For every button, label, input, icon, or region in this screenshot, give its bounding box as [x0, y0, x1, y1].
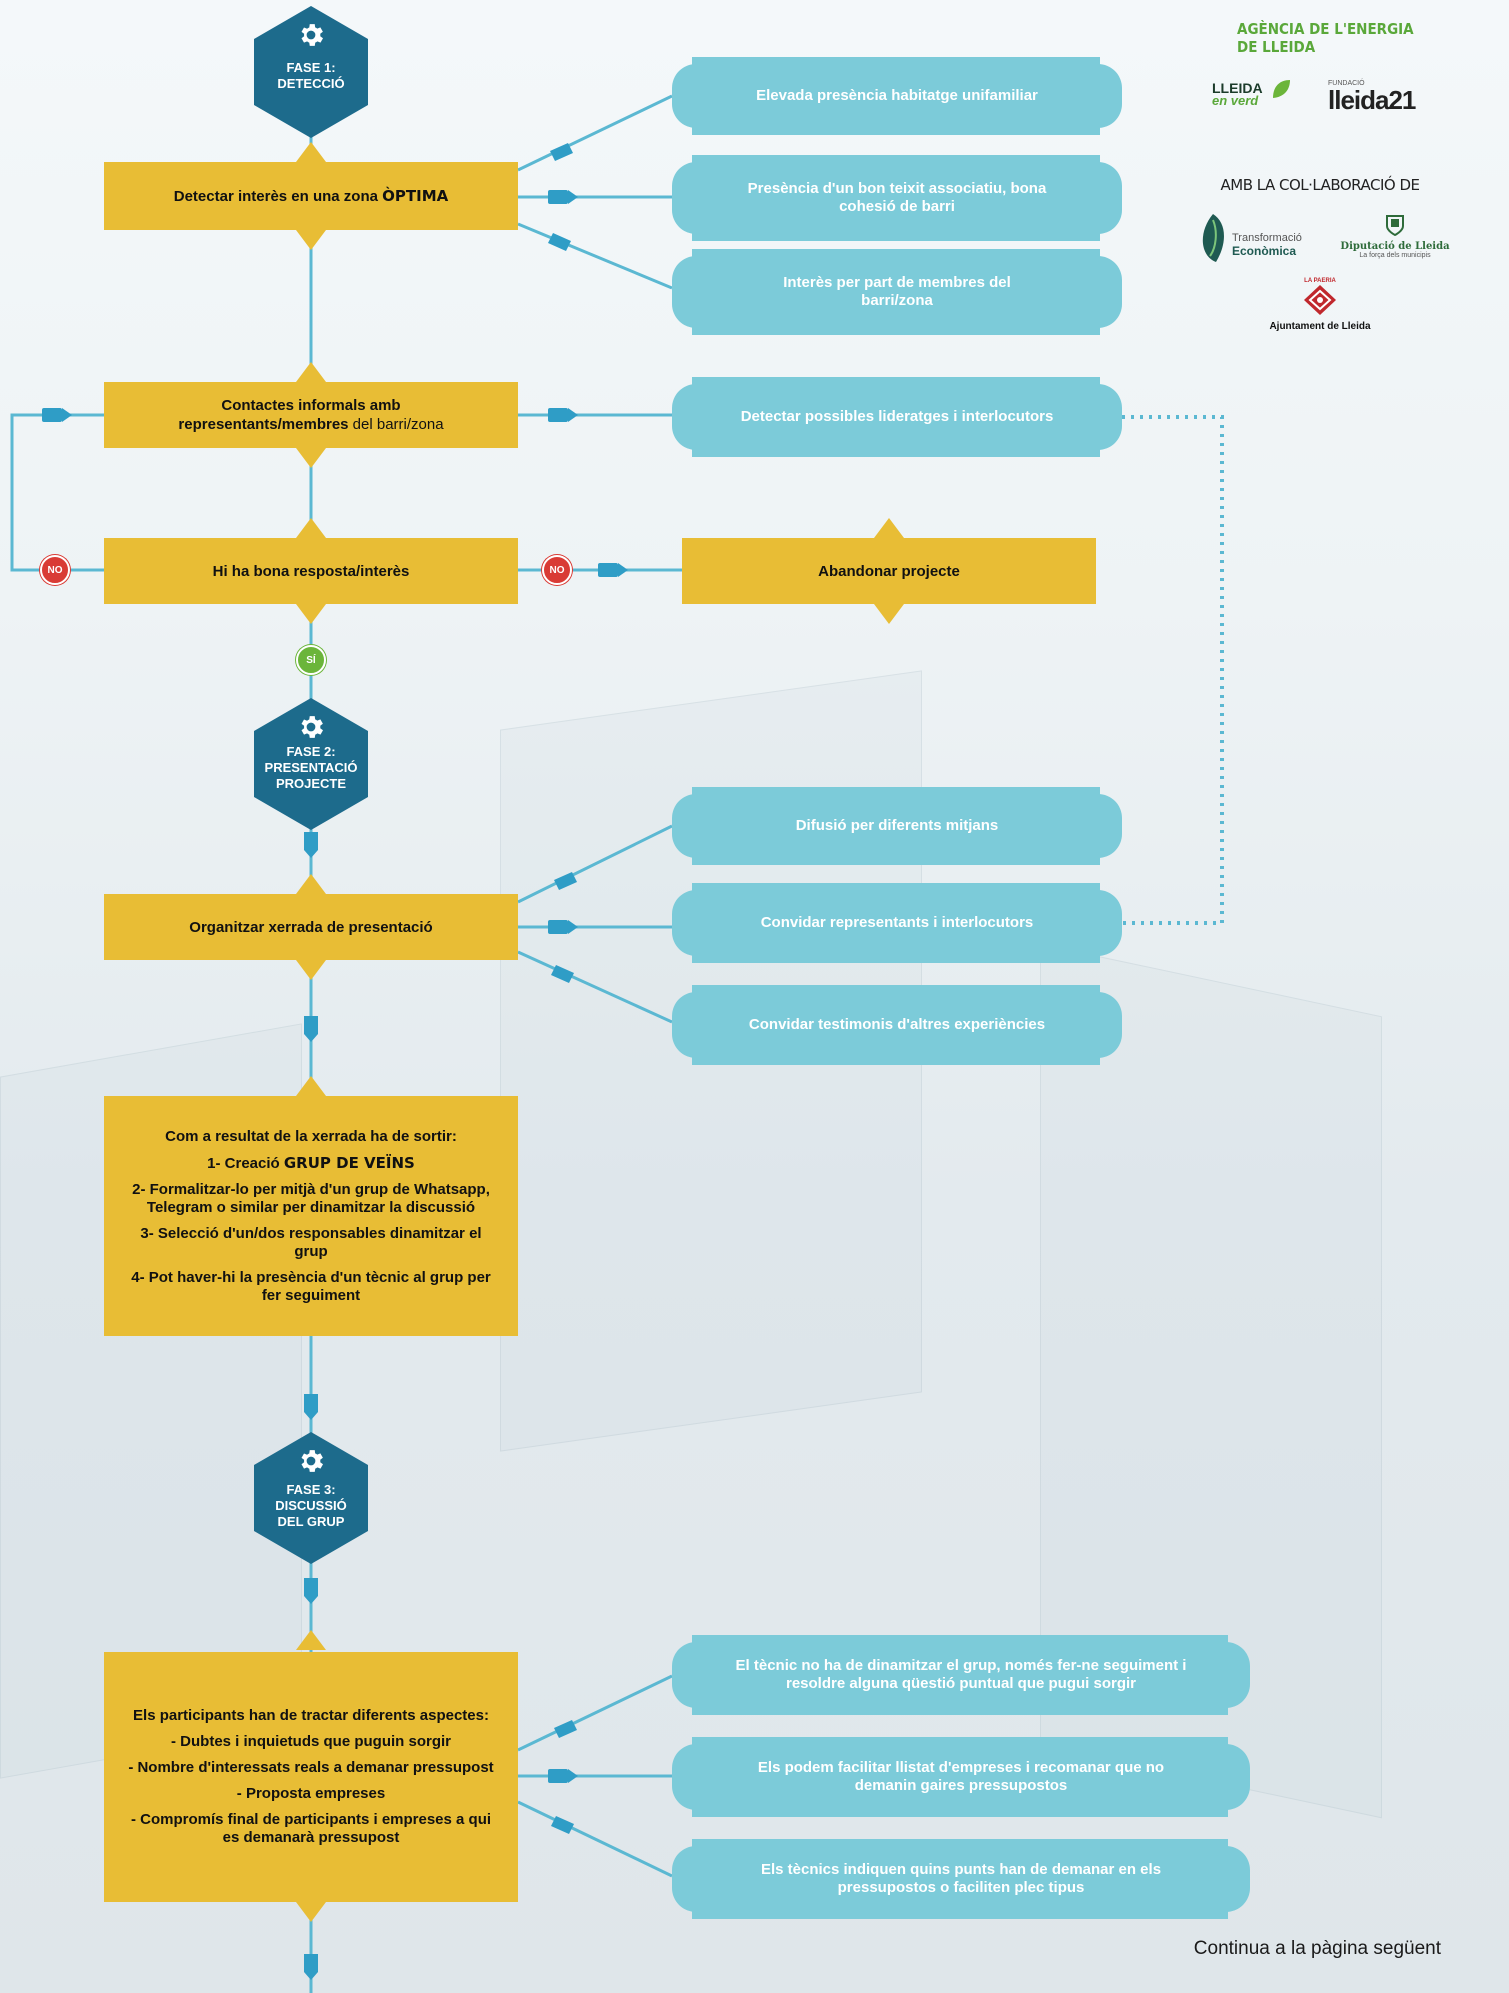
company-list-text: Els podem facilitar llistat d'empreses i…	[757, 1759, 1165, 1794]
leaf-icon	[1273, 80, 1290, 98]
ajuntament-logo: LA PAERIA Ajuntament de Lleida	[1269, 278, 1371, 332]
gear-icon	[301, 716, 323, 738]
good-response-text: Hi ha bona resposta/interès	[212, 562, 410, 580]
informal-contacts-line2: representants/membres del barri/zona	[178, 416, 444, 433]
continue-next-page: Continua a la pàgina següent	[1193, 1938, 1441, 1959]
criteria-single-family-text: Elevada presència habitatge unifamiliar	[756, 87, 1038, 104]
transformacio-logo: Transformació Econòmica	[1196, 212, 1316, 266]
criteria-single-family-box: Elevada presència habitatge unifamiliar	[672, 57, 1122, 135]
participants-item2: - Nombre d'interessats reals a demanar p…	[128, 1759, 494, 1776]
talk-result-intro: Com a resultat de la xerrada ha de sorti…	[165, 1127, 457, 1145]
participants-box: Els participants han de tractar diferent…	[104, 1652, 518, 1902]
abandon-project-text: Abandonar projecte	[818, 562, 960, 580]
no-badge-right: NO	[542, 555, 572, 585]
talk-result-item2: 2- Formalitzar-lo per mitjà d'un grup de…	[132, 1180, 490, 1216]
informal-contacts-box: Contactes informals amb representants/me…	[104, 382, 518, 448]
invite-representatives-text: Convidar representants i interlocutors	[760, 914, 1034, 931]
talk-result-item1: 1- Creació GRUP DE VEÏNS	[207, 1153, 415, 1172]
criteria-association-text: Presència d'un bon teixit associatiu, bo…	[747, 180, 1047, 215]
technician-role-box: El tècnic no ha de dinamitzar el grup, n…	[672, 1635, 1250, 1715]
invite-testimonies-box: Convidar testimonis d'altres experièncie…	[672, 985, 1122, 1065]
diputacio-logo: Diputació de Lleida La força dels munici…	[1340, 214, 1450, 270]
detect-interest-bold: ÒPTIMA	[382, 186, 449, 205]
dissemination-text: Difusió per diferents mitjans	[795, 817, 999, 834]
talk-result-box: Com a resultat de la xerrada ha de sorti…	[104, 1096, 518, 1336]
neighbours-group-label: GRUP DE VEÏNS	[283, 1153, 415, 1172]
phase2-hexagon: FASE 2: PRESENTACIÓ PROJECTE	[254, 698, 368, 830]
participants-item4: - Compromís final de participants i empr…	[130, 1811, 492, 1846]
detect-leaders-text: Detectar possibles lideratges i interloc…	[740, 408, 1054, 425]
technician-role-text: El tècnic no ha de dinamitzar el grup, n…	[735, 1657, 1187, 1692]
informal-contacts-line1: Contactes informals amb	[221, 397, 401, 414]
company-list-box: Els podem facilitar llistat d'empreses i…	[672, 1737, 1250, 1817]
technicians-guidance-box: Els tècnics indiquen quins punts han de …	[672, 1839, 1250, 1919]
no-badge-left: NO	[40, 555, 70, 585]
phase3-hexagon: FASE 3: DISCUSSIÓ DEL GRUP	[254, 1432, 368, 1564]
organize-talk-box: Organitzar xerrada de presentació	[104, 894, 518, 960]
talk-result-item3: 3- Selecció d'un/dos responsables dinami…	[140, 1224, 482, 1260]
detect-interest-box: Detectar interès en una zona ÒPTIMA	[104, 162, 518, 230]
criteria-member-interest-text: Interès per part de membres del barri/zo…	[783, 274, 1011, 309]
participants-item3: - Proposta empreses	[236, 1785, 386, 1802]
participants-item1: - Dubtes i inquietuds que puguin sorgir	[171, 1733, 451, 1750]
participants-intro: Els participants han de tractar diferent…	[133, 1707, 489, 1724]
yes-badge: SÍ	[296, 645, 326, 675]
collaboration-label: AMB LA COL·LABORACIÓ DE	[1220, 176, 1420, 194]
good-response-box: Hi ha bona resposta/interès	[104, 538, 518, 604]
dissemination-box: Difusió per diferents mitjans	[672, 787, 1122, 865]
gear-icon	[301, 24, 323, 46]
seed-icon	[1202, 214, 1224, 262]
criteria-association-box: Presència d'un bon teixit associatiu, bo…	[672, 155, 1122, 241]
crest-icon	[1386, 215, 1404, 237]
abandon-project-box: Abandonar projecte	[682, 538, 1096, 604]
gear-icon	[301, 1450, 323, 1472]
lleida-en-verd-logo: LLEIDA en verd	[1212, 80, 1302, 120]
invite-testimonies-text: Convidar testimonis d'altres experièncie…	[748, 1016, 1046, 1033]
phase1-hexagon: FASE 1: DETECCIÓ	[254, 6, 368, 138]
phase3-label: FASE 3: DISCUSSIÓ DEL GRUP	[275, 1482, 347, 1529]
phase2-label: FASE 2: PRESENTACIÓ PROJECTE	[264, 744, 358, 791]
paeria-emblem-icon	[1304, 285, 1336, 315]
phase1-label: FASE 1: DETECCIÓ	[277, 60, 345, 91]
detect-interest-text: Detectar interès en una zona ÒPTIMA	[173, 186, 449, 205]
talk-result-item4: 4- Pot haver-hi la presència d'un tècnic…	[131, 1268, 491, 1304]
technicians-guidance-text: Els tècnics indiquen quins punts han de …	[760, 1861, 1162, 1896]
agency-title: AGÈNCIA DE L'ENERGIA DE LLEIDA	[1237, 20, 1414, 56]
invite-representatives-box: Convidar representants i interlocutors	[672, 883, 1122, 963]
detect-leaders-box: Detectar possibles lideratges i interloc…	[672, 377, 1122, 457]
criteria-member-interest-box: Interès per part de membres del barri/zo…	[672, 249, 1122, 335]
organize-talk-text: Organitzar xerrada de presentació	[189, 918, 433, 936]
lleida21-logo: FUNDACIÓ lleida21	[1328, 80, 1416, 115]
